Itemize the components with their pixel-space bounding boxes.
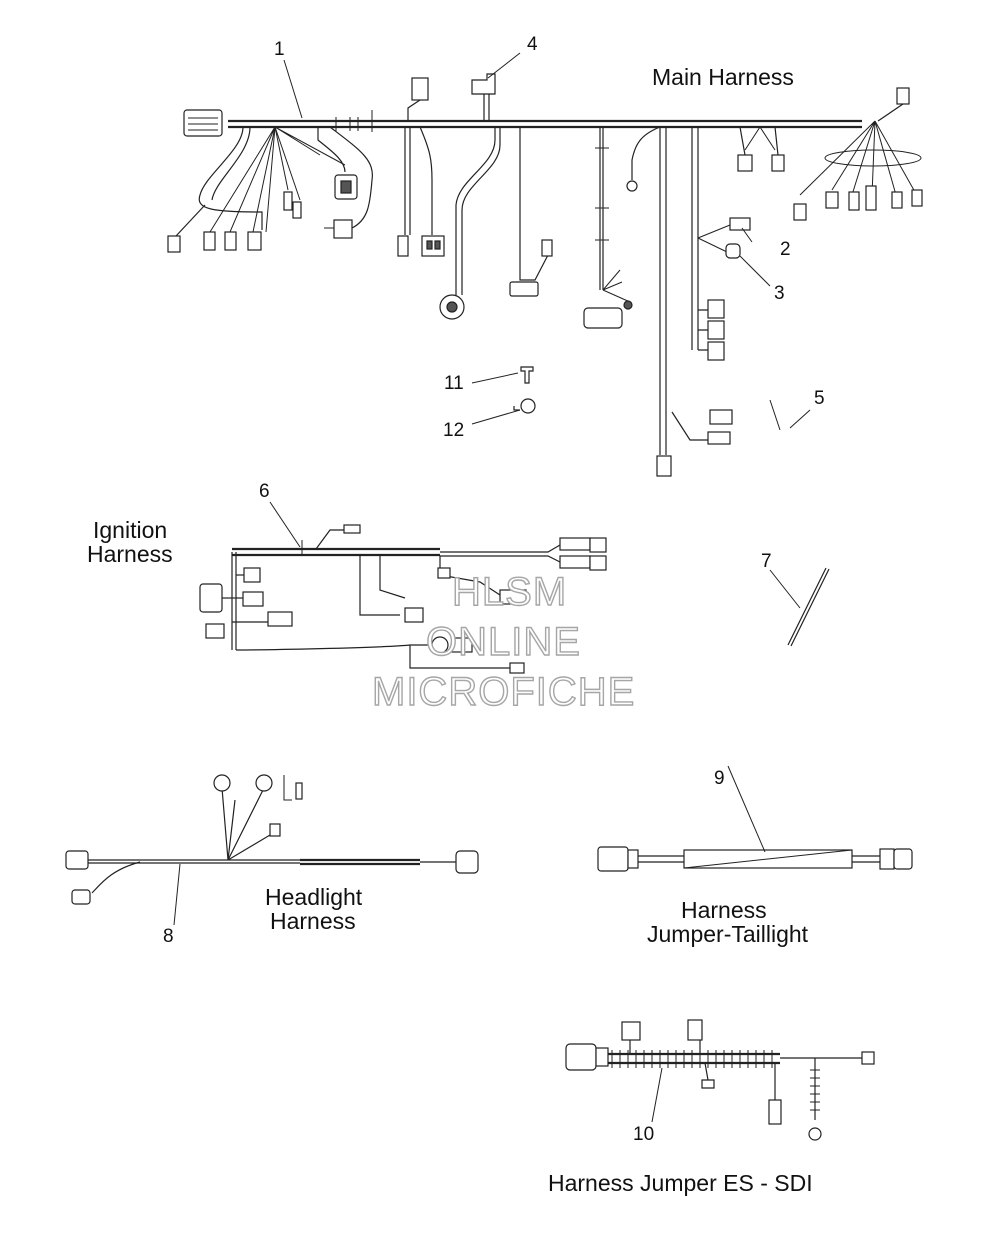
taillight-jumper-assembly xyxy=(597,846,913,872)
cable-tie-7 xyxy=(787,567,830,647)
ignition-harness-assembly xyxy=(199,524,607,674)
screw-11 xyxy=(520,366,534,384)
main-connector xyxy=(183,109,223,137)
ignition-harness-label-line1: Ignition xyxy=(93,517,167,543)
headlight-harness-assembly xyxy=(65,774,479,905)
callout-10: 10 xyxy=(633,1124,654,1145)
headlight-harness-label-line1: Headlight xyxy=(265,884,363,910)
callout-6: 6 xyxy=(259,481,270,502)
callout-8: 8 xyxy=(163,926,174,947)
callout-5: 5 xyxy=(814,388,825,409)
watermark-line1: HLSM xyxy=(452,570,567,614)
callout-7: 7 xyxy=(761,551,772,572)
ignition-harness-label-line2: Harness xyxy=(87,541,173,567)
leader-lines xyxy=(173,52,811,1123)
callout-1: 1 xyxy=(274,39,285,60)
callout-12: 12 xyxy=(443,420,464,441)
watermark-line3: MICROFICHE xyxy=(372,670,635,714)
fasteners xyxy=(513,366,536,414)
watermark-line2: ONLINE xyxy=(426,620,581,664)
es-sdi-jumper-label: Harness Jumper ES - SDI xyxy=(548,1170,813,1196)
callout-2: 2 xyxy=(780,239,791,260)
headlight-harness-label-line2: Harness xyxy=(270,908,356,934)
callout-4: 4 xyxy=(527,34,538,55)
main-harness-assembly xyxy=(167,73,923,477)
callout-3: 3 xyxy=(774,283,785,304)
main-harness-trunk xyxy=(228,119,862,129)
taillight-jumper-label-line1: Harness xyxy=(681,897,767,923)
taillight-jumper-label-line2: Jumper-Taillight xyxy=(647,921,809,947)
callout-11: 11 xyxy=(444,373,464,394)
main-harness-label: Main Harness xyxy=(652,64,794,90)
callout-9: 9 xyxy=(714,768,725,789)
es-sdi-jumper-assembly xyxy=(565,1019,875,1141)
clip-12 xyxy=(520,398,536,414)
left-branch-loop xyxy=(198,126,263,230)
